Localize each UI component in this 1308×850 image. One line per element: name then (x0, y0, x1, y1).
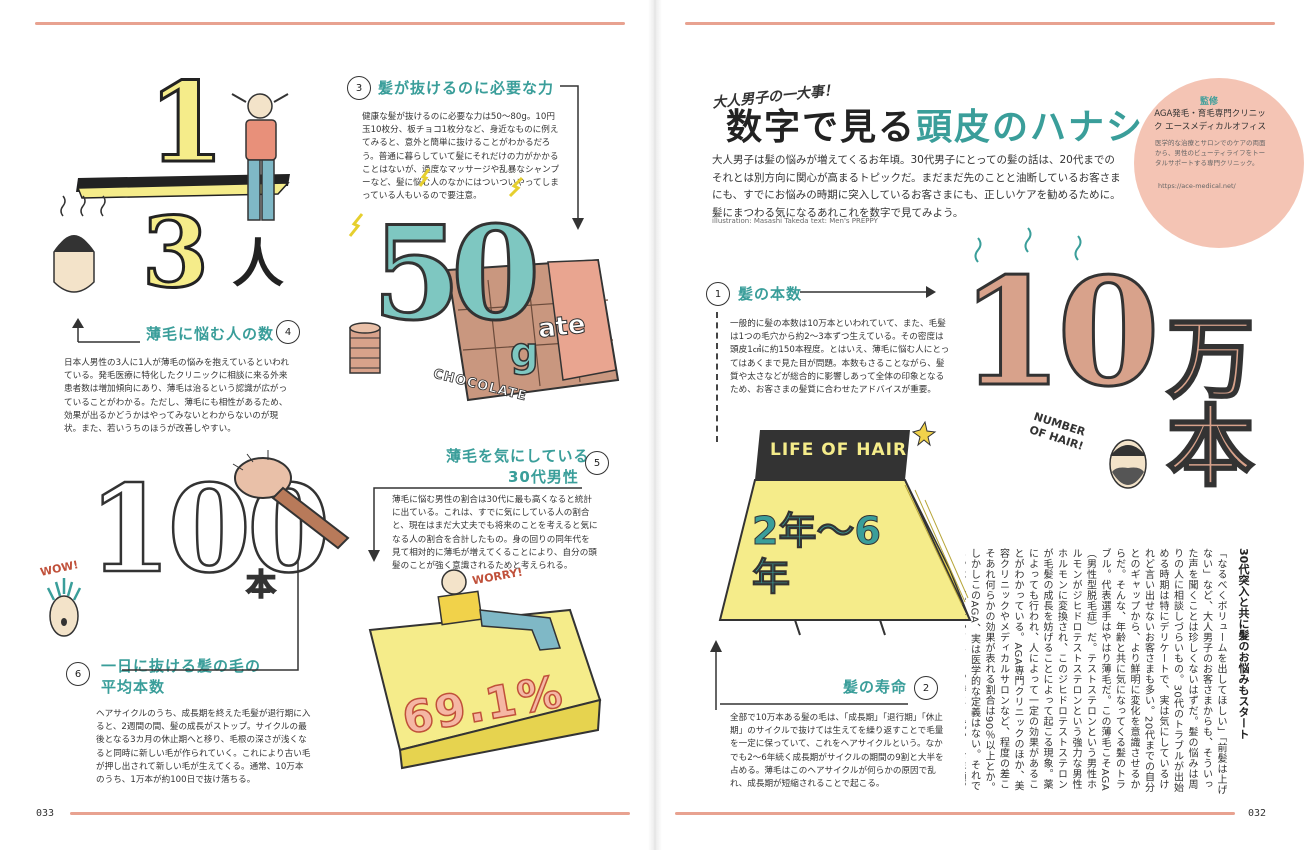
page-number-left: 033 (36, 808, 55, 819)
section-4-body: 日本人男性の3人に1人が薄毛の悩みを抱えているといわれている。発毛医療に特化した… (64, 358, 289, 435)
surprised-man-icon (46, 578, 82, 637)
supervisor-name: AGA発毛・育毛専門クリニック エースメディカルオフィス (1153, 109, 1266, 132)
section-3-arrow (560, 85, 584, 230)
squiggle-decor-left (60, 195, 106, 217)
page-gutter (648, 0, 662, 850)
supervisor-url[interactable]: https://ace-medical.net/ (1158, 182, 1236, 190)
section-5-number: 5 (585, 451, 609, 475)
ate-label: ate (536, 309, 588, 345)
column-title: 30代突入と共に髪のお悩みもスタート (1237, 548, 1250, 740)
big-figure-one-hundred: 100 (87, 459, 332, 600)
worried-man-icon (53, 235, 95, 293)
supervisor-label: 監修 (1200, 97, 1219, 107)
page-title-part1: 数字で見る (726, 107, 917, 148)
top-rule-right (685, 22, 1275, 25)
big-figure-three: 3 (141, 196, 211, 309)
sparkle-decor (348, 168, 524, 237)
lead-text: 大人男子は髪の悩みが増えてくるお年頃。30代男子にとっての髪の話は、20代までの… (712, 154, 1121, 219)
page-title: 数字で見る頭皮のハナシ (726, 98, 1144, 150)
supervisor-desc: 医学的な治療とサロンでのケアの両面から、男性のビューティライフをトータルサポート… (1155, 139, 1266, 167)
big-figure-gram: g (509, 329, 539, 377)
life-of-hair-calendar (718, 420, 972, 636)
section-5-body: 薄毛に悩む男性の割合は30代に最も高くなると統計に出ている。これは、すでに気にし… (392, 495, 598, 572)
bottom-rule-right (675, 812, 1235, 815)
section-2-title: 髪の寿命 (843, 678, 908, 696)
coin-stack-icon (349, 322, 381, 374)
page-number-right: 032 (1248, 808, 1267, 819)
big-figure-hon: 本 (245, 567, 277, 604)
section-5-arrow (368, 487, 582, 562)
big-figure-man-hon: 万本 (1151, 311, 1258, 490)
section-3-body: 健康な髪が抜けるのに必要な力は50〜80g。10円玉10枚分、板チョコ1枚分など… (362, 112, 560, 202)
standing-man-illustration (231, 93, 289, 221)
big-figure-nin: 人 (232, 235, 285, 295)
section-4-number: 4 (276, 320, 300, 344)
bearded-man-icon (1109, 439, 1147, 489)
section-2-body: 全部で10万本ある髪の毛は、「成長期」「退行期」「休止期」のサイクルで抜けては生… (730, 713, 944, 790)
chocolate-bar-illustration (446, 258, 620, 402)
life-of-hair-label: LIFE OF HAIR (770, 440, 908, 460)
section-6-title-line2: 平均本数 (101, 678, 166, 696)
bottom-rule-left (70, 812, 630, 815)
section-1-title: 髪の本数 (738, 285, 803, 303)
section-3-title: 髪が抜けるのに必要な力 (378, 79, 555, 97)
section-6-number: 6 (66, 662, 90, 686)
big-figure-2-6-years: 2年〜6年 (752, 509, 882, 600)
section-3-number: 3 (347, 76, 371, 100)
credits: illustration: Masashi Takeda text: Men's… (712, 217, 878, 225)
section-4-arrow (72, 318, 140, 343)
section-5-title-line1: 薄毛を気にしている (446, 447, 590, 465)
squiggle-decor-right (974, 227, 1082, 263)
big-figure-one: 1 (147, 58, 227, 187)
section-1-body: 一般的に髪の本数は10万本といわれていて、また、毛髪は1つの毛穴から約2〜3本ず… (730, 319, 950, 396)
section-1-wavy-line (716, 312, 718, 442)
hairbrush-illustration (232, 450, 350, 550)
page-title-part2: 頭皮のハナシ (916, 107, 1145, 148)
column-body: 「なるべくボリュームを出してほしい」「前髪は上げない」など、大人男子のお客さまか… (968, 548, 1227, 795)
big-figure-fifty: 50 (370, 199, 541, 349)
section-6-title-line1: 一日に抜ける髪の毛の (101, 657, 262, 675)
section-2-arrow (710, 640, 722, 710)
lying-man-illustration (437, 569, 562, 651)
section-4-title: 薄毛に悩む人の数 (146, 325, 275, 343)
section-2-underline (720, 703, 908, 705)
section-6-arrow (122, 560, 299, 671)
big-figure-10man: 10 (959, 245, 1162, 419)
section-5-title-line2: 30代男性 (508, 468, 579, 486)
supervisor-circle (1134, 78, 1304, 248)
top-rule-left (35, 22, 625, 25)
section-1-number: 1 (706, 282, 730, 306)
section-2-number: 2 (914, 676, 938, 700)
section-1-arrow (800, 286, 936, 298)
fraction-bar (76, 174, 290, 199)
section-6-body: ヘアサイクルのうち、成長期を終えた毛髪が退行期に入ると、2週間の間、髪の成長がス… (96, 709, 311, 786)
